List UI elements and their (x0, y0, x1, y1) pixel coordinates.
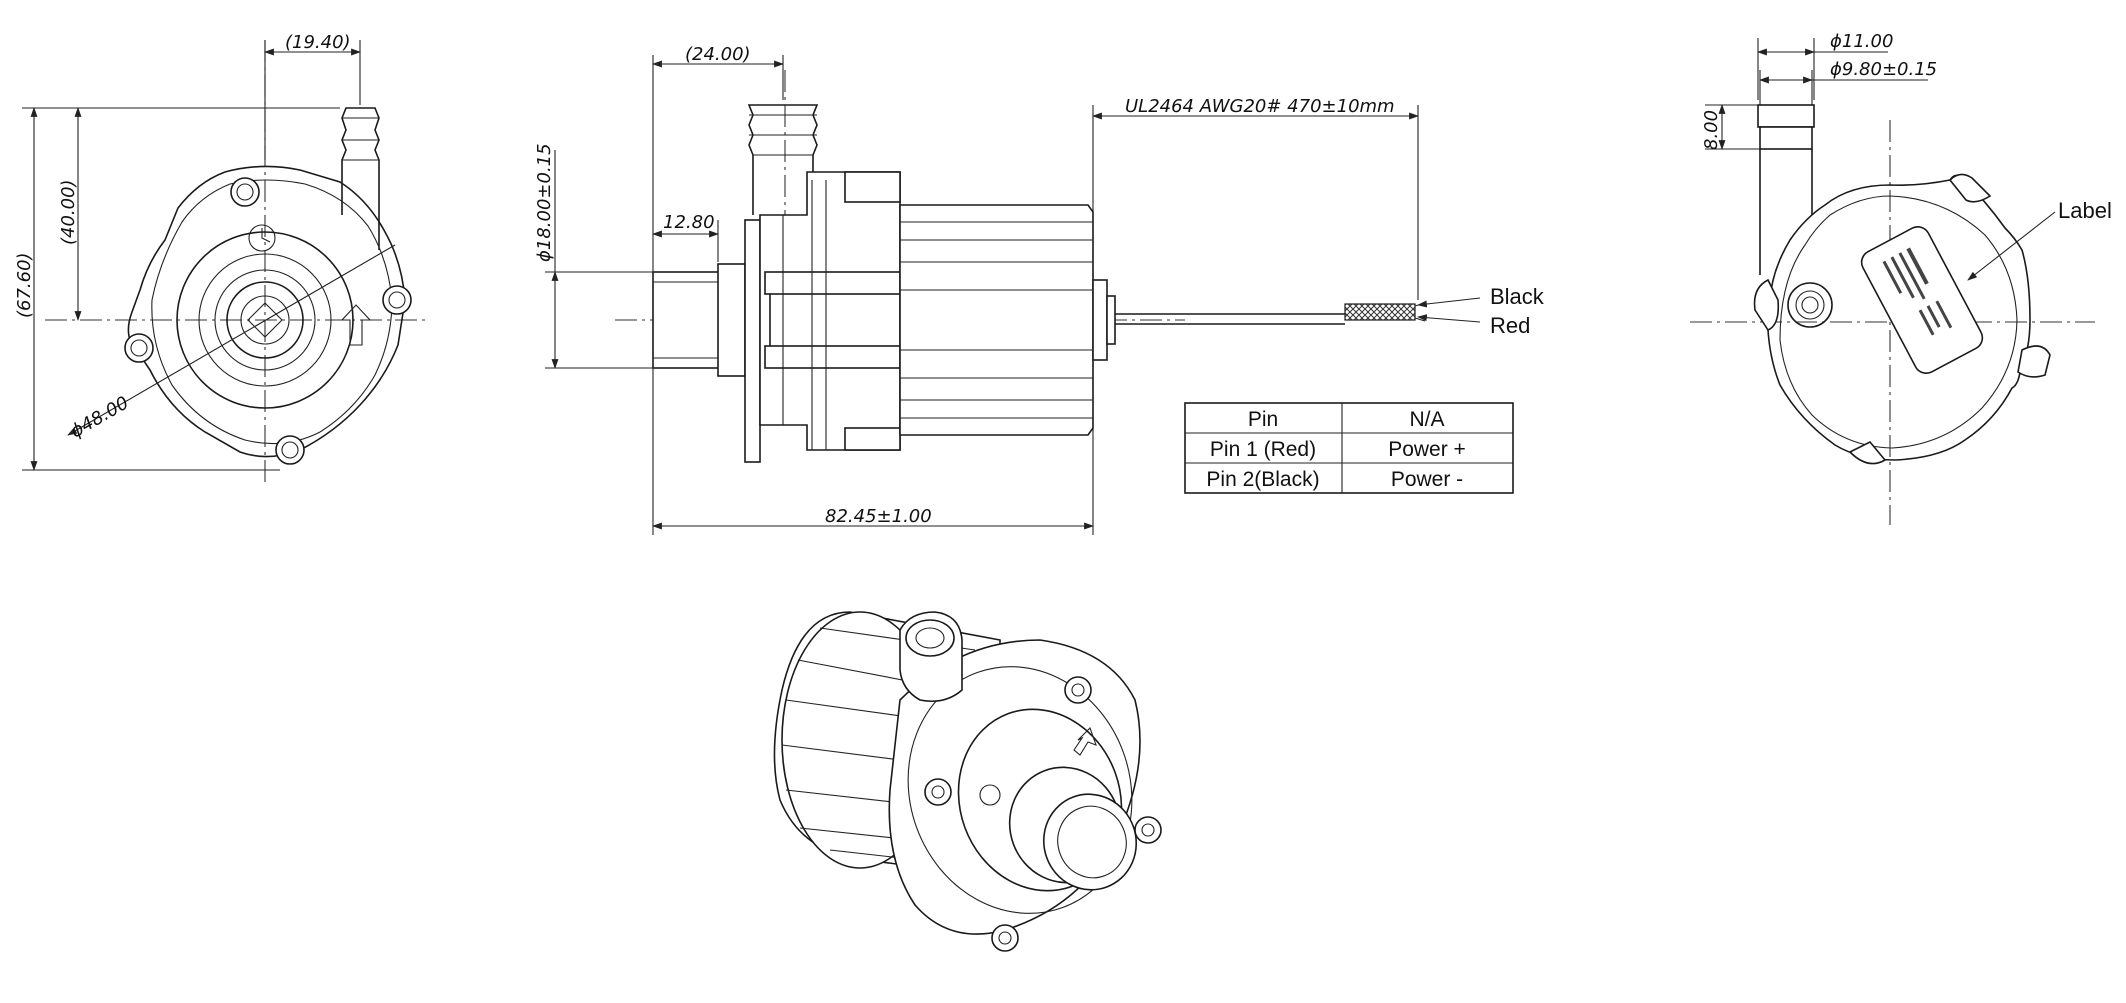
pin-table-cell: Pin 2(Black) (1206, 468, 1319, 491)
pin-table-cell: Pin 1 (Red) (1210, 438, 1316, 461)
pin-table-cell: Power - (1391, 468, 1463, 491)
front-outlet-barb (341, 107, 380, 250)
side-inlet-diameter-dim: ϕ18.00±0.15 (534, 143, 555, 262)
side-motor-body (899, 204, 1116, 436)
side-inlet-length-dim: 12.80 (663, 212, 715, 233)
pin-table-header-function: N/A (1409, 408, 1444, 431)
outlet-outer-diameter-dim: ϕ11.00 (1830, 31, 1893, 52)
front-diameter-dim: ϕ48.00 (67, 392, 132, 442)
side-length-dim: 82.45±1.00 (825, 506, 932, 527)
isometric-view (773, 611, 1162, 952)
pin-table-cell: Power + (1388, 438, 1466, 461)
front-dimensions (22, 40, 396, 471)
rear-dimensions (1705, 38, 1928, 150)
side-offset-dim: (24.00) (685, 44, 751, 65)
side-cable (1115, 297, 1481, 325)
wire-red-callout: Red (1490, 313, 1530, 338)
outlet-length-dim: 8.00 (1701, 110, 1722, 150)
pin-table: Pin N/A Pin 1 (Red) Power + Pin 2(Black)… (1184, 402, 1514, 494)
side-outlet-barb (747, 104, 819, 260)
side-view: Black Red (24.00) UL2464 AWG20# 470±10mm… (534, 44, 1545, 535)
outlet-inner-diameter-dim: ϕ9.80±0.15 (1830, 59, 1937, 80)
rear-outlet-barb (1757, 104, 1815, 275)
side-dimensions (545, 55, 1419, 535)
front-offset-dim: (19.40) (285, 32, 351, 53)
front-height-outlet-dim: (40.00) (58, 179, 79, 245)
wire-black-callout: Black (1490, 284, 1545, 309)
side-inlet-pipe (652, 219, 761, 463)
rear-view: Label ϕ11.00 ϕ9.80±0.15 8.00 (1690, 31, 2112, 525)
front-view: (19.40) (67.60) (40.00) ϕ48.00 (14, 32, 430, 485)
cable-spec-dim: UL2464 AWG20# 470±10mm (1125, 96, 1395, 117)
label-patch (1860, 226, 1984, 374)
front-housing (124, 165, 412, 465)
label-callout: Label (2058, 198, 2112, 223)
side-pump-head (759, 171, 901, 451)
rear-housing (1753, 173, 2056, 465)
pin-table-header-pin: Pin (1248, 408, 1278, 431)
front-height-total-dim: (67.60) (14, 252, 35, 318)
